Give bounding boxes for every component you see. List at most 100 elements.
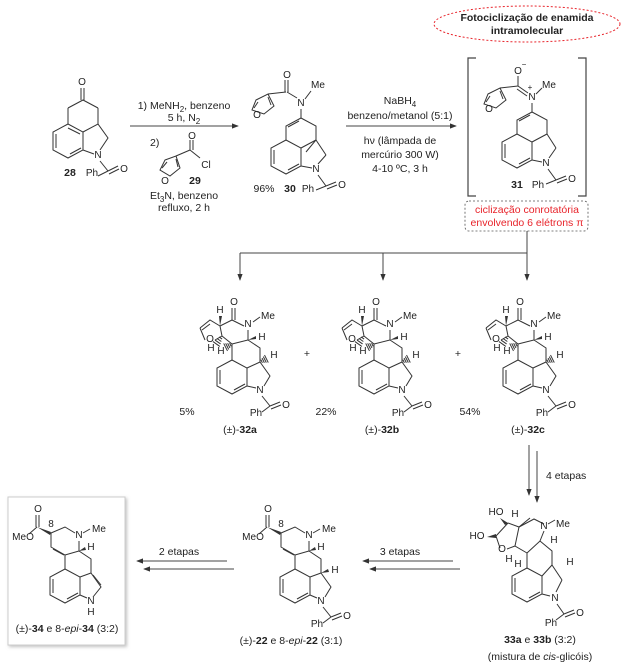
bond: [502, 359, 534, 395]
hash-bond: [227, 343, 231, 349]
note-line1: ciclização conrotatória: [475, 204, 579, 216]
atom-O: O: [78, 77, 86, 88]
bond: [216, 359, 248, 395]
bond: [389, 339, 403, 362]
atom-Ph: Ph: [250, 408, 262, 419]
hash-bond: [356, 339, 363, 345]
atom-H: H: [493, 343, 500, 354]
bond: [261, 405, 271, 413]
compound-29-label: 29: [189, 175, 201, 187]
bond: [388, 385, 399, 389]
hash-bond: [369, 343, 373, 349]
atom-H: H: [550, 535, 557, 546]
compound-30-yield: 96%: [253, 183, 274, 195]
bond: [282, 548, 295, 556]
atom-Me: Me: [556, 519, 570, 530]
bond: [280, 526, 306, 534]
compound-29: O Cl O 29: [159, 131, 211, 187]
four-steps-arrow: 4 etapas: [526, 445, 586, 503]
bracket-left: [467, 57, 476, 197]
bond: [555, 401, 567, 407]
bond: [221, 335, 233, 345]
atom-N: N: [256, 385, 263, 396]
atom-Me: Me: [542, 80, 556, 91]
compound-32b-yield: 22%: [315, 406, 336, 418]
step1-line1: 1) MeNH2, benzeno: [138, 100, 231, 114]
atom-Me: Me: [547, 311, 561, 322]
wedge-bond: [248, 336, 256, 340]
atom-HO: HO: [470, 531, 485, 542]
atom-N: N: [540, 521, 547, 532]
atom-H: H: [511, 509, 518, 520]
bond: [90, 572, 102, 598]
bond: [331, 615, 343, 621]
hash-bond: [354, 341, 363, 347]
bond: [78, 550, 92, 573]
compound-31: O O − N + Me N O Ph 31: [467, 57, 587, 197]
hash-bond: [367, 343, 372, 350]
three-steps-arrow: 3 etapas: [362, 546, 460, 572]
bond: [219, 319, 233, 327]
hash-bond: [225, 343, 230, 350]
step1-line3: 2): [150, 137, 159, 149]
bond: [279, 568, 311, 604]
plus-sign: +: [455, 348, 461, 360]
three-steps-label: 3 etapas: [380, 546, 420, 558]
atom-H: H: [556, 350, 563, 361]
atom-N: N: [75, 530, 82, 541]
hash-bond: [214, 339, 221, 345]
atom-H: H: [258, 332, 265, 343]
atom-N: N: [87, 596, 94, 607]
bond: [358, 359, 390, 395]
bond: [312, 528, 321, 534]
atom-O: O: [230, 297, 238, 308]
hash-bond: [260, 359, 263, 364]
bond: [412, 404, 424, 410]
atom-H: H: [349, 343, 356, 354]
hash-bond: [547, 357, 551, 363]
step2-line1: NaBH4: [384, 95, 417, 109]
bond: [308, 550, 322, 573]
bond: [517, 319, 531, 327]
atom-H: H: [217, 346, 224, 357]
bond: [361, 325, 365, 337]
atom-O: O: [576, 608, 584, 619]
bond: [532, 385, 543, 389]
atom-H: H: [503, 346, 510, 357]
bond: [394, 316, 403, 323]
atom-O: O: [338, 180, 346, 191]
bond: [373, 319, 387, 327]
atom-MeO: MeO: [12, 532, 34, 543]
atom-Ph: Ph: [536, 408, 548, 419]
atom-H: H: [514, 559, 521, 570]
atom-N: N: [530, 319, 537, 330]
hash-bond: [402, 359, 405, 364]
bond: [538, 316, 547, 323]
bond: [363, 335, 375, 345]
hash-bond: [406, 354, 411, 363]
compound-34-label: (±)-34 e 8-epi-34 (3:2): [16, 623, 119, 635]
atom-H: H: [359, 346, 366, 357]
atom-Ph: Ph: [545, 618, 557, 629]
note-line2: envolvendo 6 elétrons π: [471, 217, 584, 229]
hash-bond: [218, 336, 223, 340]
bond: [361, 319, 375, 327]
bond: [28, 526, 38, 535]
atom-Ph: Ph: [392, 408, 404, 419]
bond: [219, 325, 223, 337]
hash-bond: [548, 356, 553, 363]
bond: [517, 330, 535, 345]
step1-reaction: 1) MeNH2, benzeno 5 h, N2 2) O Cl O 29 E…: [130, 100, 239, 214]
atom-Me: Me: [403, 311, 417, 322]
hash-bond: [262, 356, 267, 363]
atom-O: O: [492, 334, 500, 345]
hash-bond: [515, 342, 518, 347]
electrocyclization-note: ciclização conrotatória envolvendo 6 elé…: [464, 200, 589, 232]
bond: [247, 339, 261, 362]
compound-34-box: [7, 496, 126, 646]
plus-sign: +: [304, 348, 310, 360]
hash-bond: [264, 354, 269, 363]
hash-bond: [212, 341, 221, 347]
bond: [388, 361, 403, 369]
